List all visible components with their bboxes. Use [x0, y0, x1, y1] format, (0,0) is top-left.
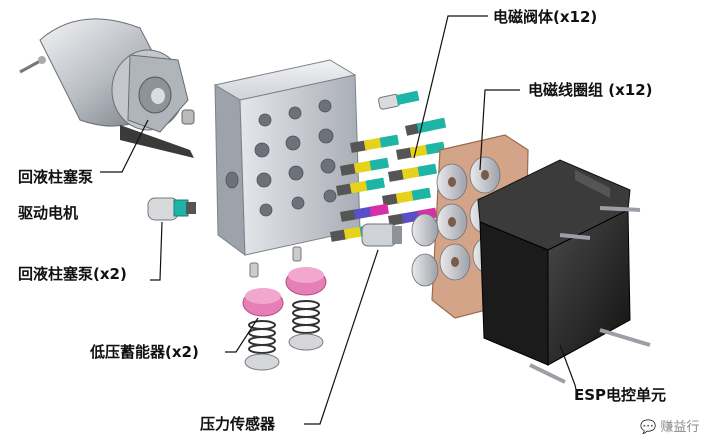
label-coil-group: 电磁线圈组 (x12)	[528, 81, 653, 99]
leader-lines	[100, 15, 578, 425]
label-pressure-sensor: 压力传感器	[200, 415, 276, 433]
label-plunger-pump: 回液柱塞泵(x2)	[18, 265, 127, 283]
solenoid-valves	[330, 90, 447, 242]
label-pump-motor-line2: 驱动电机	[18, 204, 79, 222]
hydraulic-valve-block	[213, 59, 361, 257]
watermark-text: 赚益行	[660, 420, 700, 435]
esp-ecu-housing	[477, 159, 651, 384]
plunger-pump-part	[147, 197, 196, 221]
label-accumulator: 低压蓄能器(x2)	[90, 343, 199, 361]
label-esp-unit: ESP电控单元	[574, 386, 667, 404]
chat-bubble-icon: 💬	[640, 420, 657, 435]
pressure-sensor-part	[361, 223, 402, 247]
label-solenoid-valve: 电磁阀体(x12)	[493, 8, 598, 26]
label-pump-motor-line1: 回液柱塞泵	[18, 168, 94, 186]
accumulators	[242, 246, 327, 371]
pump-motor	[19, 18, 195, 158]
watermark: 💬 赚益行	[640, 416, 699, 435]
